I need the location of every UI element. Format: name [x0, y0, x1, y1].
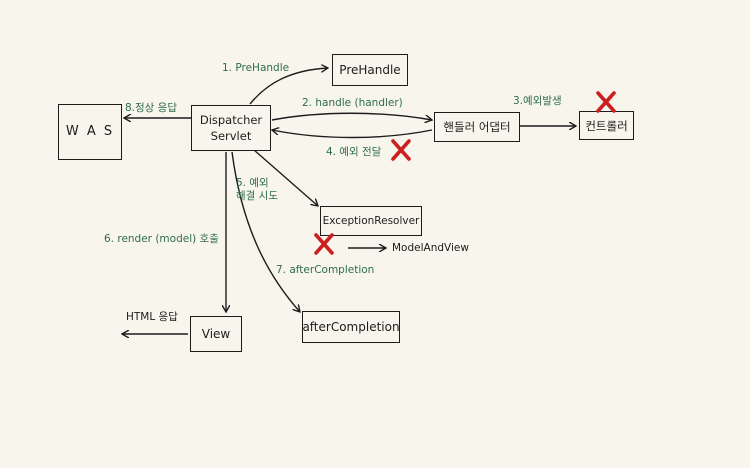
arrow-handle	[271, 112, 432, 120]
arrow-resolve-attempt	[253, 149, 318, 206]
error-x-icon	[596, 91, 616, 113]
was-box: W A S	[58, 104, 122, 160]
label-step-8: 8.정상 응답	[125, 102, 177, 114]
view-box: View	[190, 316, 242, 352]
controller-box: 컨트롤러	[579, 111, 634, 140]
error-x-icon	[314, 233, 334, 255]
label-step-2: 2. handle (handler)	[302, 97, 403, 109]
label-model-and-view: ModelAndView	[392, 242, 469, 254]
label-html-response: HTML 응답	[126, 311, 178, 323]
label-step-7: 7. afterCompletion	[276, 264, 375, 276]
label-step-3: 3.예외발생	[513, 95, 562, 107]
label-step-6: 6. render (model) 호출	[104, 233, 219, 245]
handler-adapter-box: 핸들러 어댑터	[434, 112, 520, 142]
label-step-5: 5. 예외 해결 시도	[236, 177, 278, 202]
label-step-1: 1. PreHandle	[222, 62, 290, 74]
arrow-exception-forward	[272, 130, 433, 139]
prehandle-box: PreHandle	[332, 54, 408, 86]
label-step-4: 4. 예외 전달	[326, 146, 382, 158]
arrow-after-completion	[231, 151, 300, 312]
error-x-icon	[391, 139, 411, 161]
after-completion-box: afterCompletion	[302, 311, 400, 343]
dispatcher-servlet-box: Dispatcher Servlet	[191, 105, 271, 151]
exception-resolver-box: ExceptionResolver	[320, 206, 422, 236]
arrow-prehandle	[249, 68, 328, 105]
